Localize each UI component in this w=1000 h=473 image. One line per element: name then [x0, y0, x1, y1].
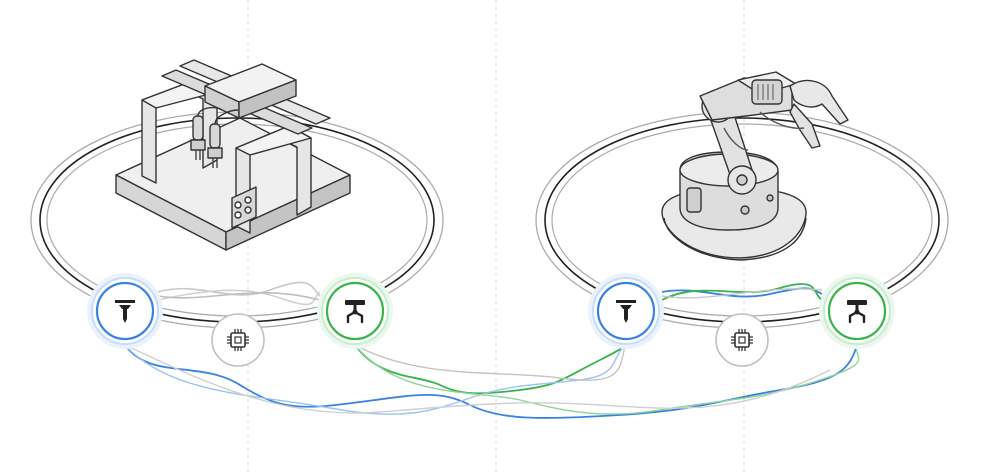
local-wires-left	[157, 281, 321, 306]
gripper-node-right[interactable]	[819, 273, 895, 349]
drill-node-left[interactable]	[87, 273, 163, 349]
articulated-robot-arm	[661, 71, 849, 261]
gripper-node-left[interactable]	[317, 273, 393, 349]
local-wires-right	[661, 283, 823, 301]
station-right-nodes	[588, 273, 895, 367]
chip-node-right[interactable]	[715, 313, 769, 367]
network-wires	[124, 341, 860, 419]
drill-node-right[interactable]	[588, 273, 664, 349]
chip-node-left[interactable]	[211, 313, 265, 367]
background-guides	[247, 0, 745, 473]
station-left-nodes	[87, 273, 393, 367]
gantry-robot	[115, 59, 351, 251]
